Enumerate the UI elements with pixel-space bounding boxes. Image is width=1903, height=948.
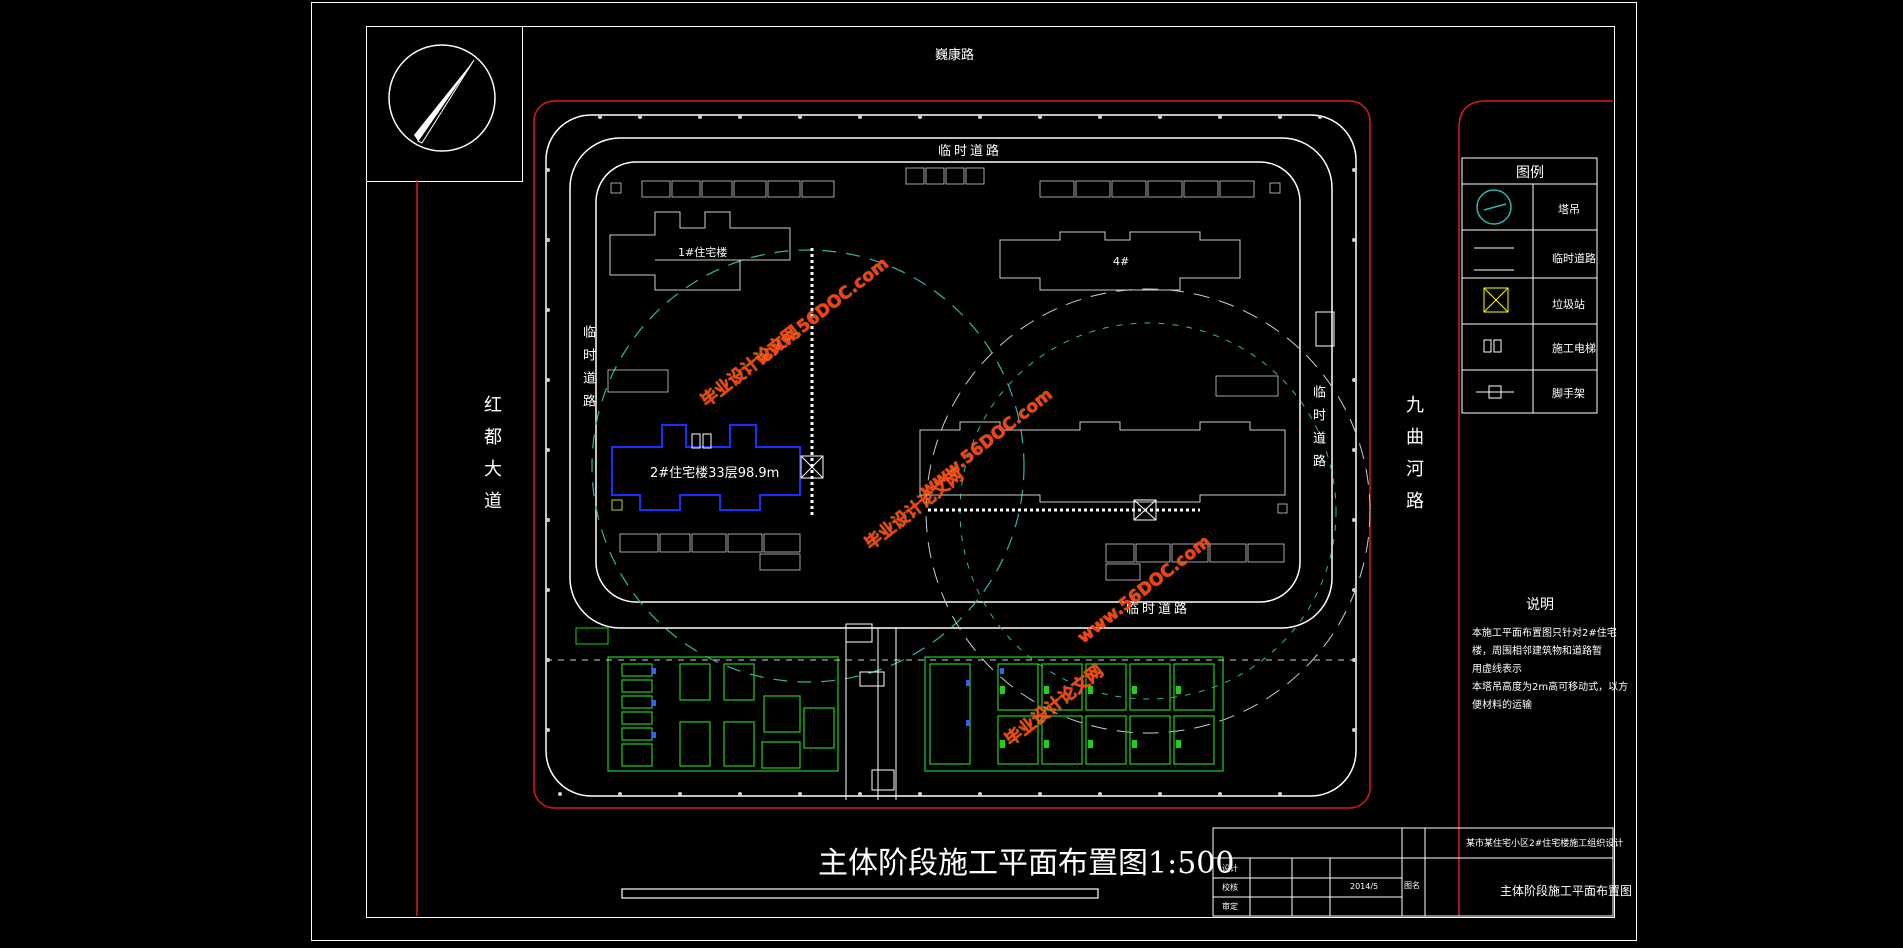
notes-body: 本施工平面布置图只针对2#住宅 楼，周围相邻建筑物和道路暂 用虚线表示 本塔吊高… <box>1472 625 1628 715</box>
legend-title: 图例 <box>1516 165 1544 181</box>
note-line: 本塔吊高度为2m高可移动式，以方 <box>1472 682 1629 693</box>
title-block-date: 2014/5 <box>1350 882 1379 891</box>
title-block-label-sheet: 图名 <box>1404 881 1420 890</box>
temp-road-label-right: 临时道路 <box>1310 385 1325 477</box>
title-block-label-check: 校核 <box>1222 883 1238 892</box>
note-line: 用虚线表示 <box>1472 664 1522 675</box>
road-label-north: 巍康路 <box>935 48 975 63</box>
outer-frame <box>311 2 1637 941</box>
note-line: 楼，周围相邻建筑物和道路暂 <box>1472 646 1602 657</box>
title-block-label-approve: 审定 <box>1222 902 1238 911</box>
building-label-1: 1#住宅楼 <box>678 246 728 259</box>
building-label-2: 2#住宅楼33层98.9m <box>650 466 780 481</box>
note-line: 便材料的运输 <box>1472 700 1532 711</box>
legend-label-garbage: 垃圾站 <box>1552 298 1585 311</box>
building-label-4: 4# <box>1113 255 1130 268</box>
legend-label-elevator: 施工电梯 <box>1552 342 1596 355</box>
title-block-project: 某市某住宅小区2#住宅楼施工组织设计 <box>1466 839 1624 849</box>
title-block-sheet-title: 主体阶段施工平面布置图 <box>1500 884 1633 898</box>
notes-title: 说明 <box>1526 597 1554 613</box>
legend-label-scaffold: 脚手架 <box>1552 387 1585 400</box>
temp-road-label-bottom: 临时道路 <box>1126 602 1191 617</box>
drawing-title: 主体阶段施工平面布置图1:500 <box>818 846 1235 881</box>
inner-frame <box>366 26 1615 918</box>
road-label-west: 红都大道 <box>481 395 502 523</box>
temp-road-label-top: 临时道路 <box>938 144 1003 159</box>
legend-label-tower-crane: 塔吊 <box>1558 203 1580 216</box>
title-block-label-design: 设计 <box>1222 864 1238 873</box>
road-label-east: 九曲河路 <box>1403 395 1424 523</box>
temp-road-label-left: 临时道路 <box>580 325 595 417</box>
north-arrow-box <box>366 26 523 182</box>
legend-label-temp-road: 临时道路 <box>1552 252 1596 265</box>
north-arrow-icon <box>388 44 496 152</box>
note-line: 本施工平面布置图只针对2#住宅 <box>1472 628 1617 639</box>
